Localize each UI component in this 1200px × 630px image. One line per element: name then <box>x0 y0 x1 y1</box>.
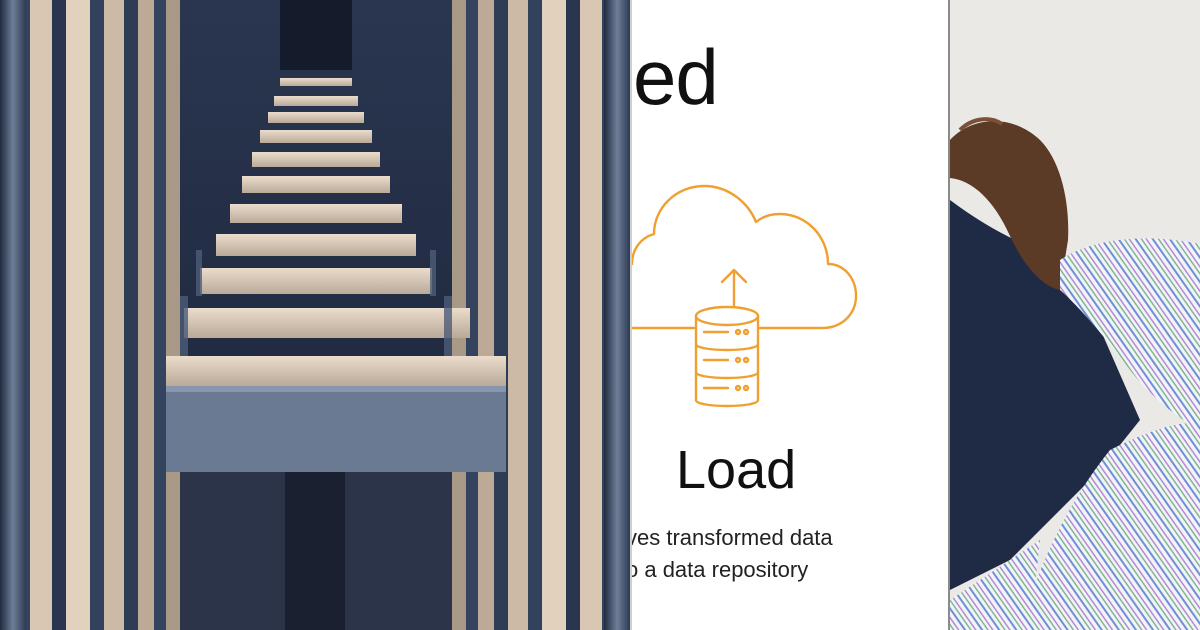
person-illustration <box>950 0 1200 630</box>
step-label: Load <box>676 440 797 500</box>
slide-panel: ed Load ves transformed data o a da <box>630 0 950 630</box>
cloud-upload-database-icon <box>632 184 858 408</box>
step-description-line-1: ves transformed data <box>630 525 833 550</box>
architectural-corridor-photo <box>0 0 630 630</box>
slide-heading-fragment: ed <box>633 33 719 121</box>
corridor-illustration <box>0 0 630 630</box>
step-description: ves transformed data o a data repository <box>630 522 948 586</box>
step-description-line-2: o a data repository <box>630 557 809 582</box>
person-striped-shirt-photo <box>950 0 1200 630</box>
